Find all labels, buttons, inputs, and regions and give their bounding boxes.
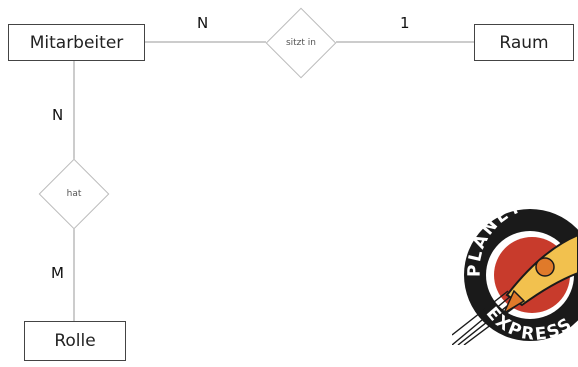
entity-mitarbeiter[interactable]: Mitarbeiter <box>8 24 145 61</box>
relationship-sitzt-in-label: sitzt in <box>285 38 317 48</box>
relationship-hat-label: hat <box>66 189 82 199</box>
entity-raum[interactable]: Raum <box>474 24 574 61</box>
cardinality-mitarbeiter-hat: N <box>52 106 64 124</box>
cardinality-mitarbeiter-sitzt-in: N <box>197 14 209 32</box>
planet-express-logo: PLANET EXPRESS <box>452 195 578 345</box>
entity-rolle[interactable]: Rolle <box>24 321 126 361</box>
cardinality-raum-sitzt-in: 1 <box>400 14 410 32</box>
planet-express-logo-graphic: PLANET EXPRESS <box>452 197 578 345</box>
cardinality-rolle-hat: M <box>51 264 64 282</box>
